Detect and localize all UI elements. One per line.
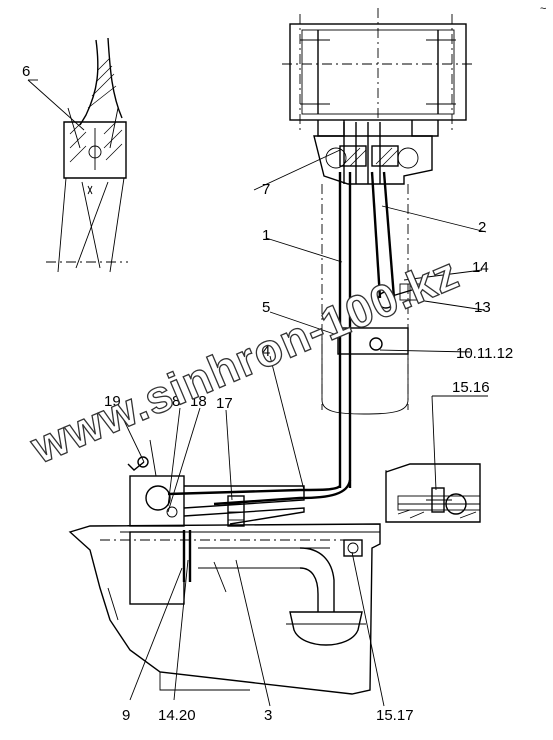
callout-15-17: 15.17 — [376, 707, 414, 724]
callout-3: 3 — [264, 707, 272, 724]
callout-5: 5 — [262, 299, 270, 316]
corner-mark: ~ — [540, 3, 546, 15]
callout-6: 6 — [22, 63, 30, 80]
watermark: www.sinhron-100.kz — [23, 246, 466, 473]
callout-14: 14 — [472, 259, 489, 276]
leader-lines — [27, 79, 488, 707]
detail-view-6 — [46, 37, 128, 273]
callout-10-11-12: 10.11.12 — [456, 345, 513, 362]
callout-15-16: 15.16 — [452, 379, 490, 396]
section-detail-15-16 — [385, 463, 481, 523]
callout-17: 17 — [216, 395, 233, 412]
lever-assembly — [127, 439, 352, 527]
callout-7: 7 — [262, 181, 270, 198]
callout-14-20: 14.20 — [158, 707, 196, 724]
upper-housing — [282, 8, 476, 185]
lower-housing — [68, 523, 381, 695]
callout-19: 19 — [104, 393, 121, 410]
callout-9: 9 — [122, 707, 130, 724]
callout-1: 1 — [262, 227, 270, 244]
callout-4: 4 — [262, 343, 270, 360]
callout-18: 18 — [190, 393, 207, 410]
callout-8: 8 — [172, 393, 180, 410]
vertical-column — [321, 171, 421, 488]
callout-labels: 6 7 2 1 14 13 5 10.11.12 4 15.16 19 8 18… — [22, 3, 546, 724]
callout-13: 13 — [474, 299, 491, 316]
callout-2: 2 — [478, 219, 486, 236]
